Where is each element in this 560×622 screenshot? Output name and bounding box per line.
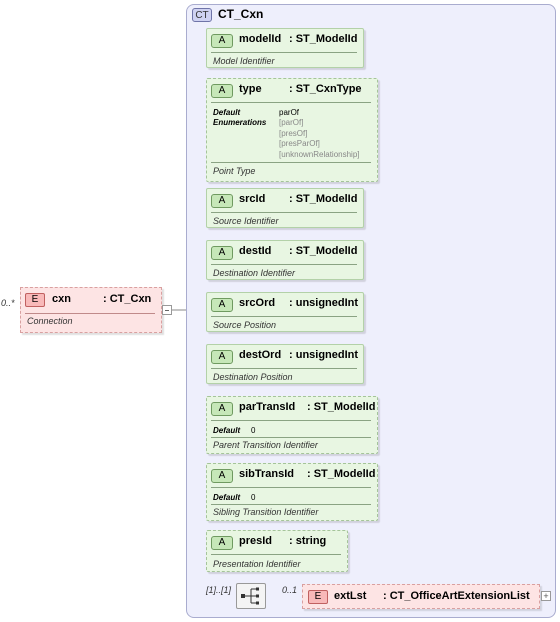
attribute-parTransId[interactable]: A parTransId : ST_ModelId Default 0 Pare… (206, 396, 378, 454)
element-extLst[interactable]: E extLst : CT_OfficeArtExtensionList (302, 584, 540, 609)
element-name: cxn (52, 293, 71, 305)
divider (211, 368, 357, 369)
element-doc: Connection (27, 316, 73, 326)
divider (211, 487, 371, 488)
attribute-icon: A (211, 84, 233, 98)
element-icon: E (308, 590, 328, 604)
attribute-type: : unsignedInt (289, 349, 359, 361)
default-value: 0 (251, 493, 256, 502)
attribute-doc: Destination Position (213, 372, 293, 382)
sequence-compositor-icon[interactable] (236, 583, 266, 609)
attribute-name: destId (239, 245, 272, 257)
default-value: 0 (251, 426, 256, 435)
attribute-doc: Model Identifier (213, 56, 275, 66)
attribute-type: : ST_ModelId (307, 468, 376, 480)
divider (211, 212, 357, 213)
attribute-destOrd[interactable]: A destOrd : unsignedInt Destination Posi… (206, 344, 364, 384)
attribute-type-name: : ST_CxnType (289, 83, 362, 95)
attribute-modelId[interactable]: A modelId : ST_ModelId Model Identifier (206, 28, 364, 68)
attribute-name: parTransId (239, 401, 296, 413)
element-name: extLst (334, 590, 367, 602)
divider (211, 52, 357, 53)
attribute-name: destOrd (239, 349, 282, 361)
element-type: : CT_Cxn (103, 293, 152, 305)
divider (211, 437, 371, 438)
attribute-sibTransId[interactable]: A sibTransId : ST_ModelId Default 0 Sibl… (206, 463, 378, 521)
attribute-icon: A (211, 350, 233, 364)
divider (211, 554, 341, 555)
ext-element-multiplicity: 0..1 (282, 585, 298, 595)
divider (211, 162, 371, 163)
complex-type-name: CT_Cxn (218, 7, 264, 21)
attribute-doc: Sibling Transition Identifier (213, 507, 319, 517)
complex-type-icon: CT (192, 8, 212, 22)
enumeration-item: [presParOf] (279, 139, 320, 148)
attribute-icon: A (211, 298, 233, 312)
divider (211, 102, 371, 103)
attribute-doc: Presentation Identifier (213, 559, 301, 569)
root-element-cxn[interactable]: E cxn : CT_Cxn Connection (20, 287, 162, 333)
attribute-doc: Source Position (213, 320, 277, 330)
attribute-name: srcOrd (239, 297, 276, 309)
collapse-icon[interactable] (162, 305, 172, 315)
divider (25, 313, 155, 314)
attribute-type: : ST_ModelId (289, 193, 358, 205)
attribute-destId[interactable]: A destId : ST_ModelId Destination Identi… (206, 240, 364, 280)
attribute-doc: Parent Transition Identifier (213, 440, 318, 450)
expand-icon[interactable]: + (541, 591, 551, 601)
attribute-icon: A (211, 402, 233, 416)
attribute-name: type (239, 83, 262, 95)
divider (211, 504, 371, 505)
attribute-doc: Source Identifier (213, 216, 279, 226)
enumerations-label: Enumerations (213, 118, 267, 127)
attribute-srcOrd[interactable]: A srcOrd : unsignedInt Source Position (206, 292, 364, 332)
attribute-presId[interactable]: A presId : string Presentation Identifie… (206, 530, 348, 572)
attribute-type: : ST_ModelId (289, 245, 358, 257)
attribute-name: srcId (239, 193, 266, 205)
attribute-icon: A (211, 469, 233, 483)
attribute-doc: Destination Identifier (213, 268, 296, 278)
element-icon: E (25, 293, 45, 307)
attribute-name: modelId (239, 33, 282, 45)
element-type: : CT_OfficeArtExtensionList (383, 590, 530, 602)
attribute-icon: A (211, 194, 233, 208)
enumeration-item: [presOf] (279, 128, 308, 138)
default-value: parOf (279, 108, 300, 117)
attribute-srcId[interactable]: A srcId : ST_ModelId Source Identifier (206, 188, 364, 228)
attribute-name: presId (239, 535, 273, 547)
enumeration-item: [parOf] (279, 118, 304, 127)
divider (211, 264, 357, 265)
divider (211, 316, 357, 317)
attribute-type: : ST_ModelId (307, 401, 376, 413)
attribute-type: : string (289, 535, 327, 547)
attribute-type: : ST_ModelId (289, 33, 358, 45)
attribute-icon: A (211, 536, 233, 550)
attribute-icon: A (211, 246, 233, 260)
default-label: Default (213, 426, 241, 435)
root-element-multiplicity: 0..* (1, 298, 15, 308)
default-label: Default (213, 108, 241, 117)
divider (211, 420, 371, 421)
attribute-doc: Point Type (213, 166, 256, 176)
attribute-type: : unsignedInt (289, 297, 359, 309)
sequence-multiplicity: [1]..[1] (206, 585, 232, 595)
attribute-icon: A (211, 34, 233, 48)
sequence-symbol-icon (241, 587, 259, 605)
attribute-type[interactable]: A type : ST_CxnType Default Enumerations… (206, 78, 378, 182)
default-label: Default (213, 493, 241, 502)
attribute-name: sibTransId (239, 468, 295, 480)
enumeration-item: [unknownRelationship] (279, 149, 360, 159)
